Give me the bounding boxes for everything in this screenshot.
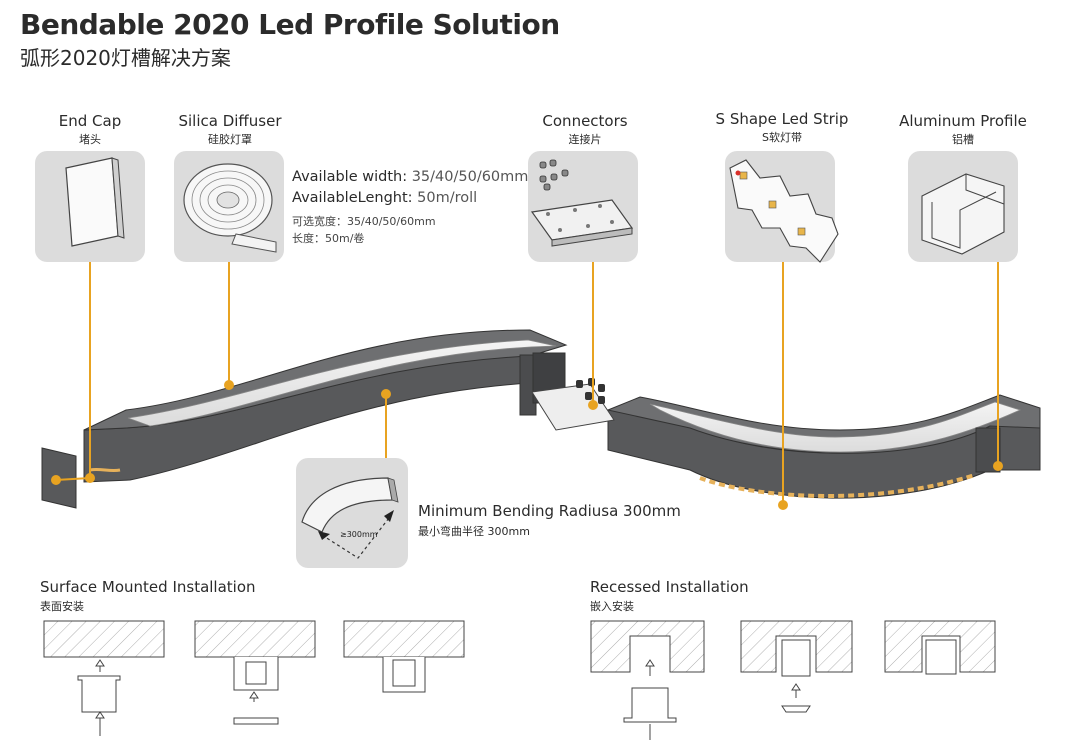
surface-install-diagrams (43, 620, 465, 736)
page-subtitle: 弧形2020灯槽解决方案 (20, 46, 231, 70)
diffuser-roll-icon (183, 163, 277, 253)
recessed-install-title-cn: 嵌入安装 (590, 600, 634, 613)
bending-tag-text: ≥300mm (340, 530, 378, 539)
connectors-icon (530, 159, 634, 247)
s-strip-icon (729, 159, 839, 263)
end-cap-icon (65, 157, 125, 247)
right-profile-segment (606, 394, 1041, 499)
diffuser-specs: Available width: 35/40/50/60mm Available… (292, 169, 529, 245)
page-title: Bendable 2020 Led Profile Solution (20, 8, 560, 41)
aluminum-profile-icon (921, 173, 1005, 255)
bending-detail-icon: ≥300mm (301, 477, 399, 559)
left-profile-segment (83, 329, 568, 483)
recessed-install-title: Recessed Installation (590, 578, 749, 596)
bending-radius-label: Minimum Bending Radiusa 300mm (418, 502, 681, 520)
recessed-install-diagrams (590, 620, 996, 740)
bending-radius-label-cn: 最小弯曲半径 300mm (418, 525, 530, 538)
surface-install-title-cn: 表面安装 (40, 600, 84, 613)
surface-install-title: Surface Mounted Installation (40, 578, 256, 596)
